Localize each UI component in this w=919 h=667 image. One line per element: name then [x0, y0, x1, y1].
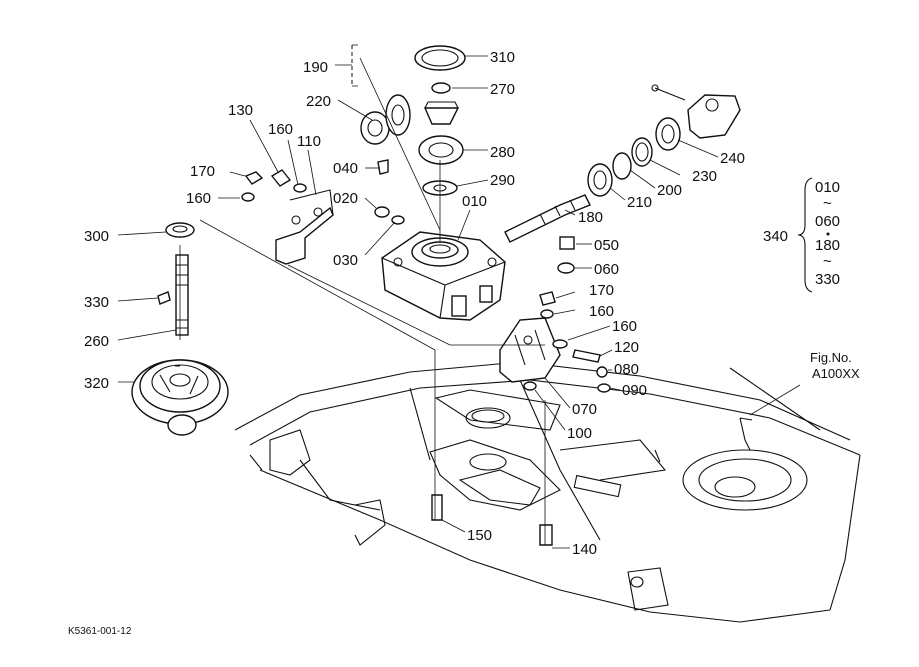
callout-030: 030 — [333, 252, 358, 269]
callout-090: 090 — [622, 382, 647, 399]
callout-310: 310 — [490, 49, 515, 66]
range-tilde-2: ~ — [823, 253, 832, 270]
fig-label-line1: Fig.No. — [810, 350, 852, 365]
callout-140: 140 — [572, 541, 597, 558]
callout-070: 070 — [572, 401, 597, 418]
callout-180: 180 — [578, 209, 603, 226]
gearbox-housing — [381, 231, 506, 321]
callout-200: 200 — [657, 182, 682, 199]
callout-160-lower: 160 — [186, 190, 211, 207]
range-to: 330 — [815, 271, 840, 288]
range-from: 010 — [815, 179, 840, 196]
range-bracket-340 — [797, 177, 813, 293]
callout-170-right: 170 — [589, 282, 614, 299]
callout-160-far: 160 — [612, 318, 637, 335]
range-group: 010 ~ 060 180 ~ 330 — [815, 179, 840, 288]
hardware — [241, 159, 611, 546]
callout-120: 120 — [614, 339, 639, 356]
callout-160: 160 — [268, 121, 293, 138]
range-mid-1: 060 — [815, 213, 840, 230]
callout-150: 150 — [467, 527, 492, 544]
callout-130: 130 — [228, 102, 253, 119]
callout-040: 040 — [333, 160, 358, 177]
callout-labels: 310 270 190 220 280 290 130 160 110 040 … — [84, 49, 788, 558]
input-shaft-180 — [504, 194, 591, 243]
bearings-and-gears — [360, 45, 741, 197]
callout-080: 080 — [614, 361, 639, 378]
callout-260: 260 — [84, 333, 109, 350]
callout-320: 320 — [84, 375, 109, 392]
callout-280: 280 — [490, 144, 515, 161]
callout-340: 340 — [763, 228, 788, 245]
callout-290: 290 — [490, 172, 515, 189]
callout-190: 190 — [303, 59, 328, 76]
callout-300: 300 — [84, 228, 109, 245]
pulley-320 — [131, 359, 229, 436]
callout-160-right: 160 — [589, 303, 614, 320]
callout-170: 170 — [190, 163, 215, 180]
range-mid-2: 180 — [815, 237, 840, 254]
range-tilde-1: ~ — [823, 195, 832, 212]
callout-330: 330 — [84, 294, 109, 311]
range-dot — [826, 232, 830, 236]
callout-020: 020 — [333, 190, 358, 207]
fig-label-line2: A100XX — [812, 366, 860, 381]
bracket-070 — [499, 317, 561, 383]
leader-lines — [117, 44, 801, 549]
callout-230: 230 — [692, 168, 717, 185]
callout-210: 210 — [627, 194, 652, 211]
callout-060: 060 — [594, 261, 619, 278]
assembly-lines — [179, 45, 546, 545]
callout-110: 110 — [297, 133, 321, 150]
callout-100: 100 — [567, 425, 592, 442]
bracket-110 — [275, 189, 334, 265]
callout-270: 270 — [490, 81, 515, 98]
mower-deck — [234, 361, 861, 623]
shaft-260 — [157, 222, 195, 336]
callout-050: 050 — [594, 237, 619, 254]
drawing-code: K5361-001-12 — [68, 626, 132, 637]
callout-010: 010 — [462, 193, 487, 210]
callout-220: 220 — [306, 93, 331, 110]
callout-240: 240 — [720, 150, 745, 167]
